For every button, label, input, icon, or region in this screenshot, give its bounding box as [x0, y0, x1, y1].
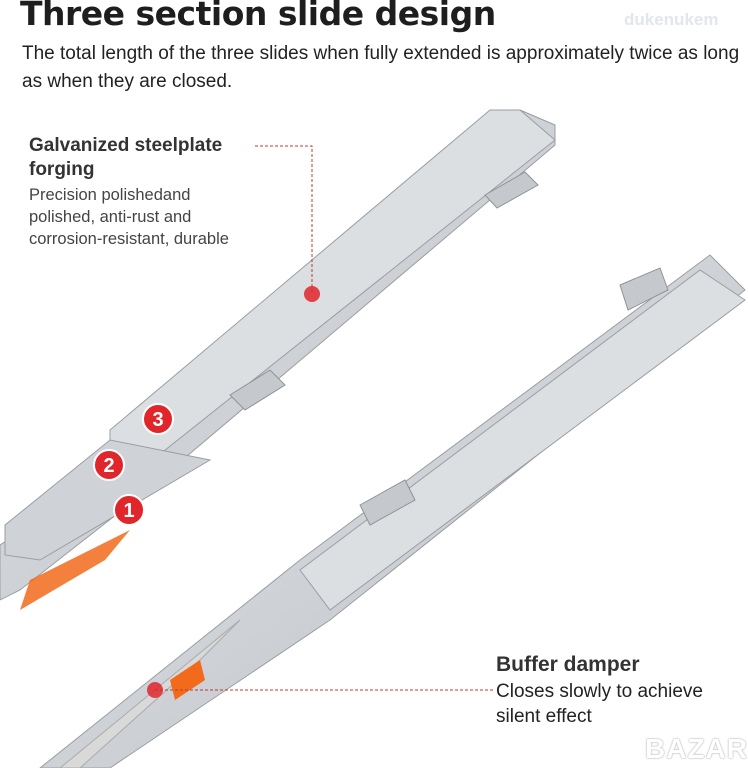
- damper-point-marker: [147, 682, 163, 698]
- section-marker-label: 3: [152, 409, 163, 431]
- upper-slide-rail: [0, 109, 556, 610]
- section-marker-3: 3: [142, 403, 174, 435]
- section-marker-label: 2: [103, 455, 114, 477]
- steel-point-marker: [304, 286, 320, 302]
- damper-callout-body: Closes slowly to achieve silent effect: [496, 681, 703, 727]
- section-marker-2: 2: [93, 449, 125, 481]
- subtitle: The total length of the three slides whe…: [22, 43, 740, 92]
- section-marker-1: 1: [113, 494, 145, 526]
- lower-slide-rail: [39, 254, 746, 768]
- section-marker-label: 1: [123, 500, 134, 522]
- damper-callout-heading: Buffer damper: [496, 653, 640, 676]
- watermark-bazar: BAZAR: [645, 733, 748, 764]
- watermark-top: dukenukem: [624, 10, 719, 29]
- page-title: Three section slide design: [20, 0, 496, 33]
- steel-leader-line: [255, 145, 313, 292]
- steel-callout-heading: Galvanized steelplate forging: [29, 135, 223, 180]
- steel-callout-body: Precision polishedand polished, anti-rus…: [29, 186, 229, 248]
